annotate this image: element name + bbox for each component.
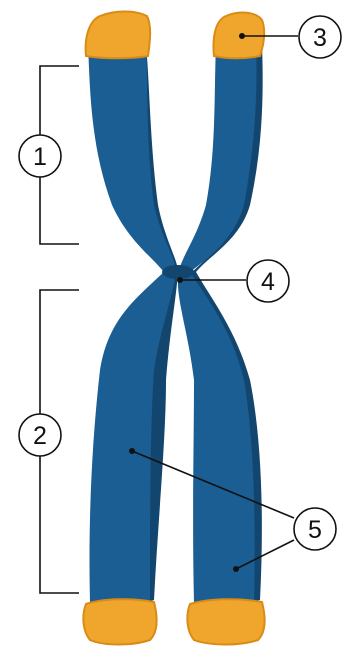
pointer-5a-dot (129, 448, 135, 454)
label-5-circle (293, 507, 337, 551)
label-1-text: 1 (33, 143, 47, 171)
pointer-4-dot (177, 277, 183, 283)
right-bottom-telomere (186, 598, 266, 646)
right-top-telomere (212, 11, 266, 60)
label-2-circle (18, 413, 62, 457)
label-1: 1 (18, 134, 62, 178)
right-chromatid (177, 11, 266, 646)
label-2: 2 (18, 413, 62, 457)
label-4: 4 (246, 259, 290, 303)
pointer-5b-dot (233, 566, 239, 572)
label-4-circle (246, 259, 290, 303)
label-2-text: 2 (33, 422, 47, 450)
pointer-5a-line (131, 450, 295, 519)
right-chromatid-shadow (188, 44, 263, 602)
left-chromatid (82, 10, 178, 646)
label-5-text: 5 (308, 516, 322, 544)
label-3-circle (298, 15, 342, 59)
label-3: 3 (298, 15, 342, 59)
label-3-text: 3 (313, 24, 327, 52)
left-top-telomere (84, 10, 152, 60)
pointer-3-dot (239, 33, 245, 39)
label-1-circle (18, 134, 62, 178)
left-chromatid-body (88, 42, 176, 603)
label-5: 5 (293, 507, 337, 551)
centromere (162, 265, 194, 279)
left-bottom-telomere (82, 598, 158, 646)
label-4-text: 4 (261, 268, 275, 296)
pointer-5b-line (235, 539, 295, 570)
right-chromatid-body (177, 42, 257, 603)
